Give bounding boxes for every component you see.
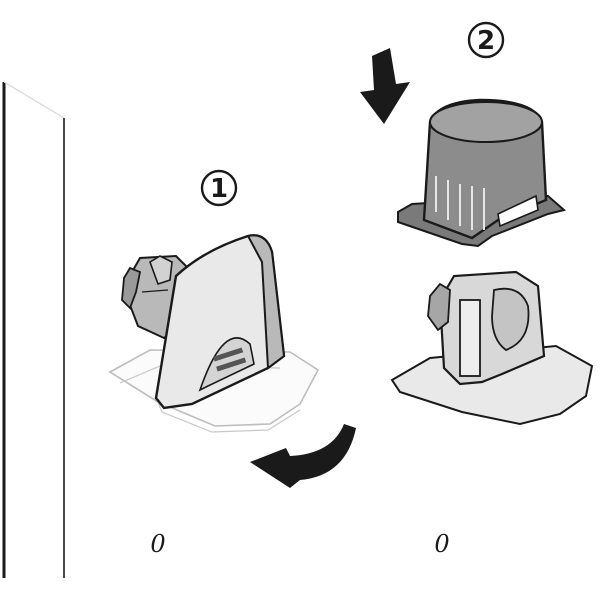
step-2-number: 2	[477, 26, 495, 56]
step-2-label: 0	[434, 530, 449, 558]
step-1-cover	[154, 234, 286, 410]
wall-panel	[2, 81, 65, 578]
step-2-mechanism	[427, 270, 546, 386]
step-1-marker: 1	[200, 169, 238, 207]
arrow-down-icon	[360, 48, 410, 124]
step-1-number: 1	[210, 174, 228, 204]
step-2-marker: 2	[467, 21, 505, 59]
curved-arrow-left-icon	[250, 424, 356, 488]
step-1-label: 0	[150, 530, 165, 558]
step-2-cap	[397, 98, 567, 248]
step-2-base-plate	[390, 344, 594, 426]
